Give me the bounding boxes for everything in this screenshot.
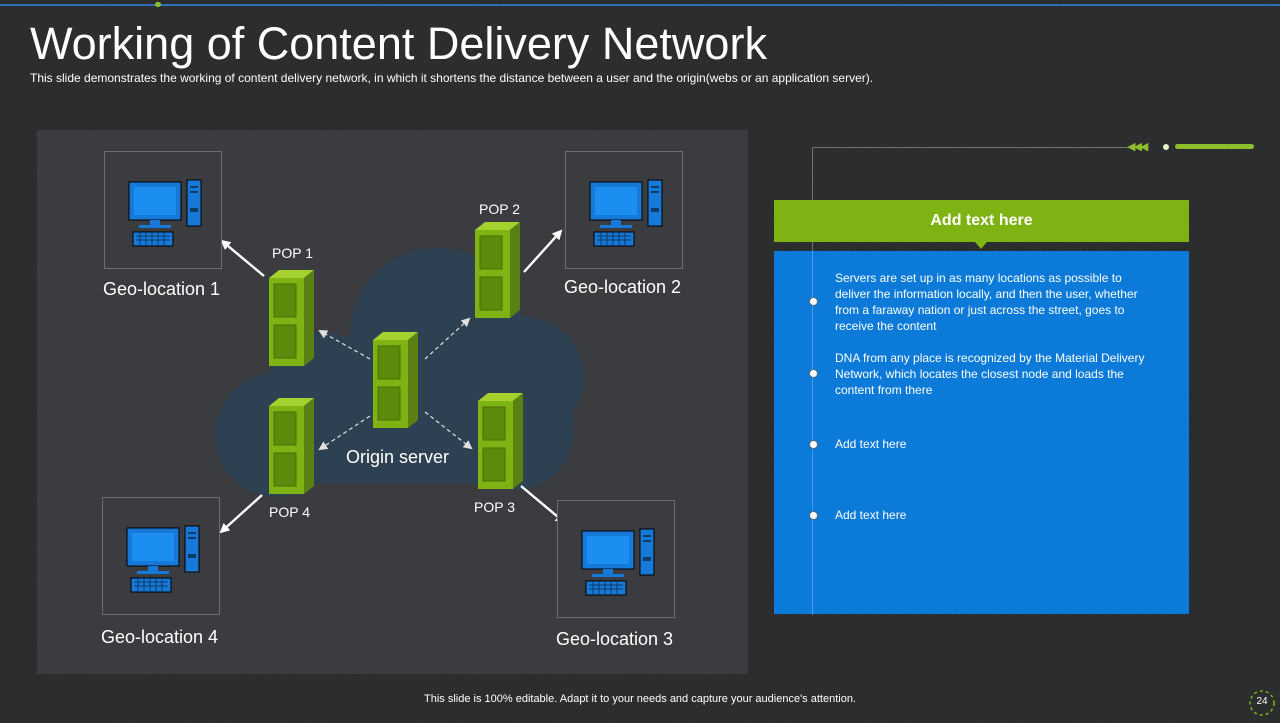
slide-subtitle: This slide demonstrates the working of c… [30,71,874,85]
slide-footer: This slide is 100% editable. Adapt it to… [424,693,856,705]
computer-icon [589,179,663,247]
decorative-line [812,147,1130,148]
server-icon-pop2 [475,222,520,318]
header-notch [975,242,987,249]
pop-4-label: POP 4 [269,504,310,520]
pop-2-label: POP 2 [479,201,520,217]
bullet-dot [809,440,818,449]
computer-icon [128,179,202,247]
top-accent-dot [156,2,161,7]
info-panel-header: Add text here [774,200,1189,242]
panel-divider-line [812,251,813,614]
page-number-badge: 24 [1247,688,1277,718]
top-accent-line [0,4,1280,6]
cdn-diagram-graphic [215,222,584,534]
geo-location-2-label: Geo-location 2 [564,277,682,297]
page-number-ring-icon [1249,690,1275,716]
pop-3-label: POP 3 [474,499,515,515]
geo-location-3-label: Geo-location 3 [556,629,674,649]
bullet-text-2: DNA from any place is recognized by the … [835,351,1145,397]
origin-server-label: Origin server [346,447,450,467]
decorative-bar [1175,144,1254,149]
bullet-dot [809,297,818,306]
decorative-dot [1163,144,1169,150]
pop-1-label: POP 1 [272,245,313,261]
geo-location-3-box [557,500,675,618]
cdn-diagram: Geo-location 1 Geo-location 2 Geo-locati… [37,130,748,674]
info-panel: Servers are set up in as many locations … [774,251,1189,614]
arrows-icon: ◀◀◀ [1127,141,1148,153]
geo-location-1-box [104,151,222,269]
geo-location-2-box [565,151,683,269]
bullet-text-3: Add text here [835,437,907,451]
slide-title: Working of Content Delivery Network [30,18,767,69]
bullet-text-1: Servers are set up in as many locations … [835,271,1138,333]
bullet-dot [809,369,818,378]
server-icon-pop4 [269,398,314,494]
bullet-text-4: Add text here [835,508,907,522]
page-number: 24 [1256,696,1268,707]
computer-icon [126,525,200,593]
geo-location-1-label: Geo-location 1 [103,279,221,299]
geo-location-4-box [102,497,220,615]
server-icon-pop3 [478,393,523,489]
bullet-dot [809,511,818,520]
server-icon-origin [373,332,418,428]
server-icon-pop1 [269,270,314,366]
geo-location-4-label: Geo-location 4 [101,627,219,647]
computer-icon [581,528,655,596]
